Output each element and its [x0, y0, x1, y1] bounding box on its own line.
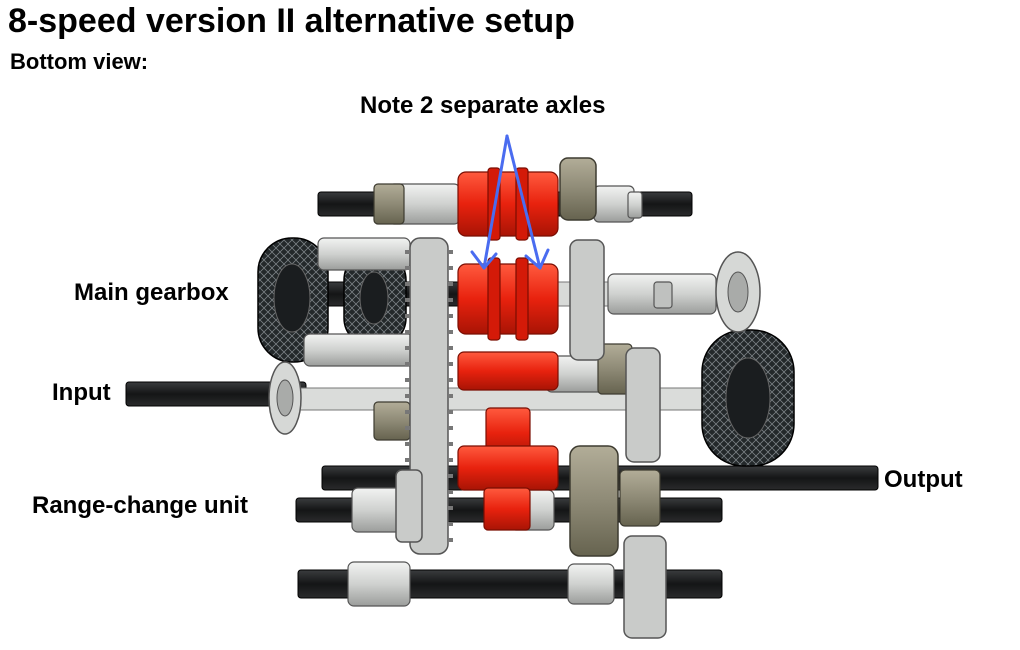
label-range-change-unit: Range-change unit [32, 492, 249, 519]
gears [268, 157, 761, 639]
bevel-gear-main [715, 251, 761, 333]
label-output: Output [884, 466, 963, 493]
tire-left-back [257, 237, 329, 363]
note-arrows [470, 134, 550, 270]
label-input: Input [52, 379, 111, 406]
arrow-to-left-axle [482, 134, 509, 270]
bevel-gear-input [268, 361, 302, 435]
tire-left-front [343, 251, 407, 347]
page-subtitle: Bottom view: [10, 49, 149, 74]
page-title: 8-speed version II alternative setup [8, 2, 575, 40]
gear-stack-right [559, 157, 667, 639]
arrow-to-right-axle [505, 134, 542, 270]
red-shifters [457, 167, 559, 531]
tire-right [701, 329, 795, 467]
label-note: Note 2 separate axles [360, 92, 606, 119]
gear-range-small [395, 469, 423, 543]
dark-tan-parts [373, 183, 661, 527]
label-main-gearbox: Main gearbox [74, 279, 229, 306]
